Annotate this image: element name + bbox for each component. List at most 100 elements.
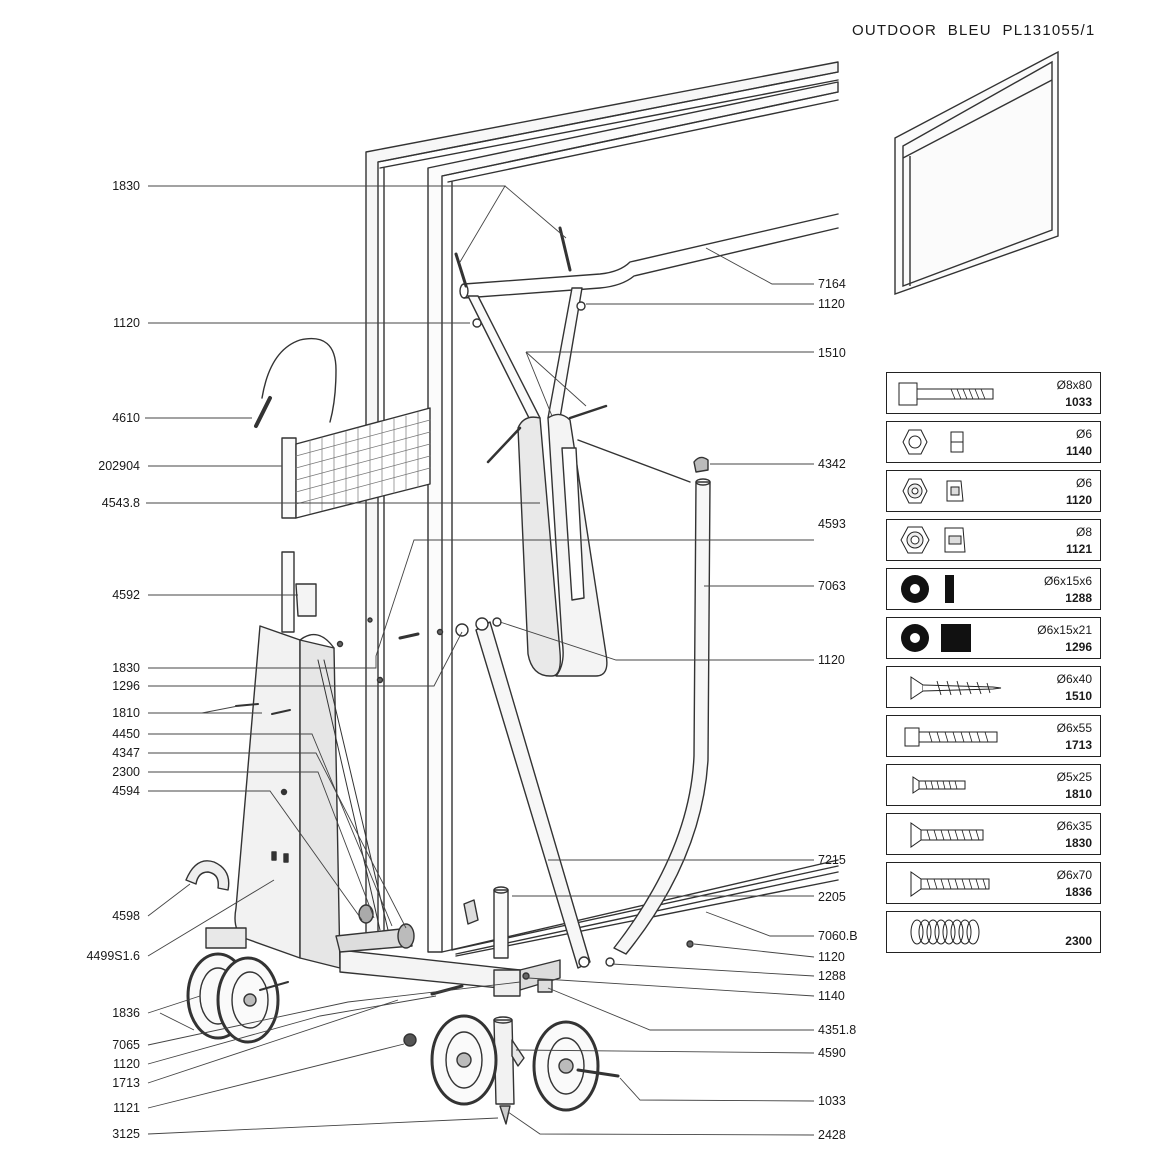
callout-left-4347: 4347 bbox=[112, 746, 140, 760]
callout-left-2300: 2300 bbox=[112, 765, 140, 779]
screws-1830-top bbox=[454, 226, 572, 288]
legend-dimension: Ø6x15x21 bbox=[1037, 623, 1092, 637]
folding-arm bbox=[467, 287, 691, 677]
callout-right-4351.8: 4351.8 bbox=[818, 1023, 857, 1037]
legend-item-1296: Ø6x15x21 1296 bbox=[886, 617, 1101, 659]
lock-nut-large-icon bbox=[900, 526, 966, 554]
callout-left-1830: 1830 bbox=[112, 179, 140, 193]
legend-code: 1713 bbox=[1065, 738, 1092, 752]
legend-item-1713: Ø6x55 1713 bbox=[886, 715, 1101, 757]
legend-item-1120: Ø6 1120 bbox=[886, 470, 1101, 512]
hardware-legend: Ø8x80 1033 Ø6 1140 Ø6 1120 Ø8 bbox=[886, 372, 1101, 960]
washer-thin-icon bbox=[901, 575, 954, 603]
strut-7215 bbox=[475, 617, 591, 969]
callout-left-1836: 1836 bbox=[112, 1006, 140, 1020]
legend-dimension: Ø6x40 bbox=[1056, 672, 1092, 686]
legend-code: 1296 bbox=[1065, 640, 1092, 654]
legend-code: 1510 bbox=[1065, 689, 1092, 703]
callout-left-4610: 4610 bbox=[112, 411, 140, 425]
legend-code: 1288 bbox=[1065, 591, 1092, 605]
callout-right-4342: 4342 bbox=[818, 457, 846, 471]
legend-dimension: Ø6x15x6 bbox=[1043, 574, 1092, 588]
legend-dimension: Ø5x25 bbox=[1056, 770, 1092, 784]
callout-right-7060.B: 7060.B bbox=[818, 929, 858, 943]
callout-left-4594: 4594 bbox=[112, 784, 140, 798]
callout-left-1296: 1296 bbox=[112, 679, 140, 693]
legend-code: 1033 bbox=[1065, 395, 1092, 409]
support-post bbox=[493, 886, 525, 1125]
callout-left-4543.8: 4543.8 bbox=[101, 496, 140, 510]
table-top-front-panel bbox=[427, 81, 839, 957]
callout-left-202904: 202904 bbox=[98, 459, 140, 473]
handle-4598 bbox=[185, 860, 230, 891]
washer-thick-icon bbox=[901, 624, 971, 652]
base-frame bbox=[205, 904, 561, 997]
legend-dimension: Ø8x80 bbox=[1056, 378, 1092, 392]
legend-code: 1140 bbox=[1065, 444, 1092, 458]
legend-item-1288: Ø6x15x6 1288 bbox=[886, 568, 1101, 610]
callout-right-1140: 1140 bbox=[818, 989, 845, 1003]
callout-left-7065: 7065 bbox=[112, 1038, 140, 1052]
callout-left-1713: 1713 bbox=[112, 1076, 140, 1090]
cross-tube-7164 bbox=[459, 213, 839, 299]
callout-right-4593: 4593 bbox=[818, 517, 846, 531]
callout-left-3125: 3125 bbox=[112, 1127, 140, 1141]
legend-code: 1836 bbox=[1065, 885, 1092, 899]
callout-left-1120: 1120 bbox=[113, 316, 140, 330]
callout-right-1120: 1120 bbox=[818, 653, 845, 667]
legend-dimension: Ø6x35 bbox=[1056, 819, 1092, 833]
legend-item-1830: Ø6x35 1830 bbox=[886, 813, 1101, 855]
callout-left-4598: 4598 bbox=[112, 909, 140, 923]
legend-code: 1810 bbox=[1065, 787, 1092, 801]
countersunk-screw-long-icon bbox=[910, 871, 990, 897]
wood-screw-icon bbox=[910, 676, 1002, 700]
table-top-thumbnail bbox=[894, 50, 1059, 295]
callout-right-2205: 2205 bbox=[818, 890, 846, 904]
callout-left-4592: 4592 bbox=[112, 588, 140, 602]
wheels bbox=[186, 952, 600, 1112]
legend-item-1510: Ø6x40 1510 bbox=[886, 666, 1101, 708]
legend-item-1033: Ø8x80 1033 bbox=[886, 372, 1101, 414]
loose-fasteners bbox=[235, 301, 694, 1078]
callout-right-1033: 1033 bbox=[818, 1094, 846, 1108]
callout-right-1120: 1120 bbox=[818, 297, 845, 311]
callout-right-4590: 4590 bbox=[818, 1046, 846, 1060]
hex-bolt-icon bbox=[904, 727, 998, 747]
legend-item-2300: 2300 bbox=[886, 911, 1101, 953]
spring-icon bbox=[910, 919, 980, 945]
callout-left-1830: 1830 bbox=[112, 661, 140, 675]
callout-right-1510: 1510 bbox=[818, 346, 846, 360]
lock-nut-icon bbox=[902, 478, 964, 504]
bolt-icon bbox=[898, 382, 994, 406]
callout-left-1810: 1810 bbox=[112, 706, 140, 720]
legend-code: 1121 bbox=[1065, 542, 1092, 556]
callout-right-7063: 7063 bbox=[818, 579, 846, 593]
net-assembly bbox=[254, 338, 431, 519]
callout-left-1120: 1120 bbox=[113, 1057, 140, 1071]
legend-dimension: Ø6 bbox=[1075, 427, 1092, 441]
legend-code: 1830 bbox=[1065, 836, 1092, 850]
countersunk-screw-icon bbox=[910, 822, 984, 848]
curved-tube-7063 bbox=[613, 456, 711, 955]
callout-left-4499S1.6: 4499S1.6 bbox=[86, 949, 140, 963]
screws-1510 bbox=[486, 404, 608, 464]
callout-right-2428: 2428 bbox=[818, 1128, 846, 1142]
drawing-title: OUTDOOR BLEU PL131055/1 bbox=[852, 22, 1096, 39]
legend-dimension: Ø6x70 bbox=[1056, 868, 1092, 882]
legend-code: 2300 bbox=[1065, 934, 1092, 948]
callout-right-1120: 1120 bbox=[818, 950, 845, 964]
callout-left-4450: 4450 bbox=[112, 727, 140, 741]
legend-dimension: Ø8 bbox=[1075, 525, 1092, 539]
legend-item-1836: Ø6x70 1836 bbox=[886, 862, 1101, 904]
legend-item-1810: Ø5x25 1810 bbox=[886, 764, 1101, 806]
leader-lines bbox=[145, 185, 815, 1136]
legend-dimension: Ø6 bbox=[1075, 476, 1092, 490]
legend-dimension: Ø6x55 bbox=[1056, 721, 1092, 735]
hex-nut-icon bbox=[902, 429, 964, 455]
callout-right-7164: 7164 bbox=[818, 277, 846, 291]
legend-item-1121: Ø8 1121 bbox=[886, 519, 1101, 561]
callout-right-1288: 1288 bbox=[818, 969, 846, 983]
legend-item-1140: Ø6 1140 bbox=[886, 421, 1101, 463]
legend-code: 1120 bbox=[1065, 493, 1092, 507]
countersunk-screw-small-icon bbox=[912, 776, 966, 794]
